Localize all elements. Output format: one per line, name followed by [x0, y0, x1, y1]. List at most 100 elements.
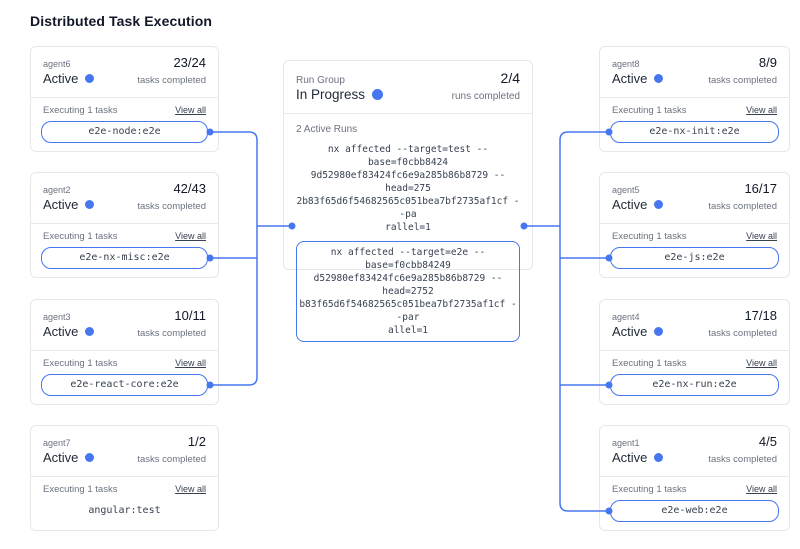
task-pill[interactable]: e2e-nx-misc:e2e — [41, 247, 208, 269]
agent-card-header: agent1 4/5 Active tasks completed — [600, 426, 789, 476]
status-dot-icon — [654, 453, 664, 462]
runs-count: 2/4 — [500, 70, 520, 86]
run-command: nx affected --target=test --base=f0cbb84… — [296, 144, 520, 233]
tasks-count: 1/2 — [187, 434, 206, 449]
agent-card-header: agent5 16/17 Active tasks completed — [600, 173, 789, 223]
tasks-completed-label: tasks completed — [708, 328, 777, 339]
run-command-highlighted[interactable]: nx affected --target=e2e --base=f0cbb842… — [296, 241, 520, 342]
agent-card-body: Executing 1 tasks View all e2e-js:e2e — [600, 223, 789, 269]
agent-card-header: agent7 1/2 Active tasks completed — [31, 426, 218, 476]
task-pill[interactable]: e2e-web:e2e — [610, 500, 779, 522]
executing-label: Executing 1 tasks — [43, 231, 118, 242]
tasks-completed-label: tasks completed — [708, 75, 777, 86]
executing-label: Executing 1 tasks — [612, 105, 687, 116]
agent-card-body: Executing 1 tasks View all e2e-web:e2e — [600, 476, 789, 522]
status-dot-icon — [654, 74, 664, 83]
run-group-header: Run Group 2/4 In Progress runs completed — [284, 61, 532, 113]
agent-name: agent2 — [43, 185, 71, 195]
executing-label: Executing 1 tasks — [43, 358, 118, 369]
view-all-link[interactable]: View all — [175, 105, 206, 115]
tasks-count: 23/24 — [173, 55, 206, 70]
agent-card-body: Executing 1 tasks View all e2e-nx-misc:e… — [31, 223, 218, 269]
tasks-count: 42/43 — [173, 181, 206, 196]
status-dot-icon — [85, 327, 95, 336]
agent-status: Active — [43, 450, 79, 465]
tasks-completed-label: tasks completed — [137, 328, 206, 339]
agent-status: Active — [612, 197, 648, 212]
status-dot-icon — [85, 453, 95, 462]
agent-status: Active — [612, 71, 648, 86]
agent-card-header: agent2 42/43 Active tasks completed — [31, 173, 218, 223]
view-all-link[interactable]: View all — [175, 231, 206, 241]
agent-card-header: agent6 23/24 Active tasks completed — [31, 47, 218, 97]
tasks-completed-label: tasks completed — [137, 201, 206, 212]
executing-label: Executing 1 tasks — [43, 105, 118, 116]
active-runs-label: 2 Active Runs — [296, 124, 358, 135]
view-all-link[interactable]: View all — [175, 358, 206, 368]
agent-card-agent3: agent3 10/11 Active tasks completed Exec… — [30, 299, 219, 405]
tasks-count: 4/5 — [758, 434, 777, 449]
page-title: Distributed Task Execution — [30, 13, 213, 29]
agent-name: agent4 — [612, 312, 640, 322]
agent-name: agent7 — [43, 438, 71, 448]
executing-label: Executing 1 tasks — [43, 484, 118, 495]
tasks-count: 17/18 — [744, 308, 777, 323]
runs-completed-label: runs completed — [451, 91, 520, 102]
executing-label: Executing 1 tasks — [612, 231, 687, 242]
agent-card-body: Executing 1 tasks View all e2e-nx-run:e2… — [600, 350, 789, 396]
tasks-completed-label: tasks completed — [137, 454, 206, 465]
view-all-link[interactable]: View all — [175, 484, 206, 494]
agent-card-body: Executing 1 tasks View all e2e-node:e2e — [31, 97, 218, 143]
agent-card-agent7: agent7 1/2 Active tasks completed Execut… — [30, 425, 219, 531]
run-group-label: Run Group — [296, 75, 345, 86]
agent-card-body: Executing 1 tasks View all angular:test — [31, 476, 218, 522]
agent-card-agent5: agent5 16/17 Active tasks completed Exec… — [599, 172, 790, 278]
status-dot-icon — [85, 200, 95, 209]
agent-name: agent5 — [612, 185, 640, 195]
agent-name: agent3 — [43, 312, 71, 322]
executing-label: Executing 1 tasks — [612, 484, 687, 495]
status-dot-icon — [372, 89, 384, 100]
agent-card-agent8: agent8 8/9 Active tasks completed Execut… — [599, 46, 790, 152]
task-pill[interactable]: e2e-js:e2e — [610, 247, 779, 269]
task-pill[interactable]: e2e-nx-init:e2e — [610, 121, 779, 143]
status-dot-icon — [85, 74, 95, 83]
task-pill[interactable]: e2e-node:e2e — [41, 121, 208, 143]
agent-card-header: agent4 17/18 Active tasks completed — [600, 300, 789, 350]
status-dot-icon — [654, 327, 664, 336]
agent-card-agent2: agent2 42/43 Active tasks completed Exec… — [30, 172, 219, 278]
agent-name: agent6 — [43, 59, 71, 69]
tasks-count: 8/9 — [758, 55, 777, 70]
task-pill[interactable]: e2e-nx-run:e2e — [610, 374, 779, 396]
tasks-completed-label: tasks completed — [708, 454, 777, 465]
view-all-link[interactable]: View all — [746, 358, 777, 368]
agent-name: agent8 — [612, 59, 640, 69]
agent-card-body: Executing 1 tasks View all e2e-react-cor… — [31, 350, 218, 396]
view-all-link[interactable]: View all — [746, 231, 777, 241]
tasks-completed-label: tasks completed — [708, 201, 777, 212]
run-group-status: In Progress — [296, 87, 366, 102]
agent-status: Active — [612, 450, 648, 465]
run-group-body: 2 Active Runs nx affected --target=test … — [284, 113, 532, 342]
task-label: angular:test — [41, 500, 208, 522]
tasks-count: 10/11 — [174, 308, 206, 323]
view-all-link[interactable]: View all — [746, 484, 777, 494]
agent-card-agent6: agent6 23/24 Active tasks completed Exec… — [30, 46, 219, 152]
tasks-count: 16/17 — [744, 181, 777, 196]
agent-card-agent1: agent1 4/5 Active tasks completed Execut… — [599, 425, 790, 531]
agent-status: Active — [43, 71, 79, 86]
task-pill[interactable]: e2e-react-core:e2e — [41, 374, 208, 396]
view-all-link[interactable]: View all — [746, 105, 777, 115]
agent-card-header: agent8 8/9 Active tasks completed — [600, 47, 789, 97]
agent-status: Active — [43, 324, 79, 339]
agent-status: Active — [612, 324, 648, 339]
agent-status: Active — [43, 197, 79, 212]
run-group-card: Run Group 2/4 In Progress runs completed… — [283, 60, 533, 342]
tasks-completed-label: tasks completed — [137, 75, 206, 86]
executing-label: Executing 1 tasks — [612, 358, 687, 369]
agent-card-agent4: agent4 17/18 Active tasks completed Exec… — [599, 299, 790, 405]
agent-card-body: Executing 1 tasks View all e2e-nx-init:e… — [600, 97, 789, 143]
status-dot-icon — [654, 200, 664, 209]
agent-card-header: agent3 10/11 Active tasks completed — [31, 300, 218, 350]
